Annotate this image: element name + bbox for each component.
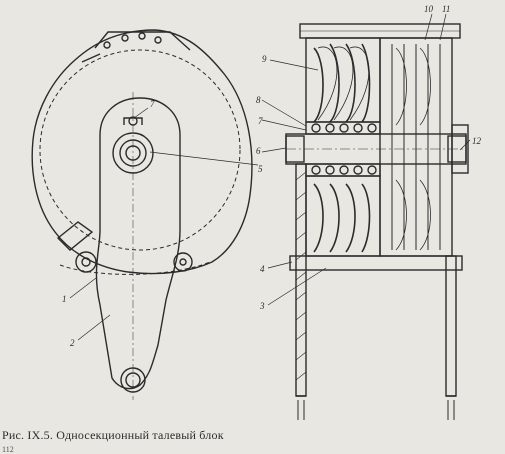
callout-labels: 7 5 6 7 8 9 10 11 12 4 3 1 2 [62,4,482,348]
callout-12: 12 [472,136,482,146]
callout-11: 11 [442,4,450,14]
right-strap [445,255,457,397]
hanger-link [95,97,181,390]
leader-lines [69,13,471,341]
bolt [103,41,111,49]
callout-6: 6 [256,146,261,156]
callout-7-left: 7 [150,99,155,109]
callout-9: 9 [262,54,267,64]
right-pin [173,252,193,272]
callout-10: 10 [424,4,434,14]
callout-8: 8 [256,95,261,105]
bolt [138,32,146,40]
side-view [31,29,253,400]
sheave-outline [39,49,241,251]
bolt [154,36,162,44]
callout-2: 2 [70,338,75,348]
callout-5: 5 [258,164,263,174]
left-pin [75,251,97,273]
section-view [285,23,469,420]
travelling-block-drawing: 7 5 6 7 8 9 10 11 12 4 3 1 2 [31,4,482,420]
figure-caption: Рис. IX.5. Односекционный талевый блок [2,428,224,442]
callout-7-right: 7 [258,116,263,126]
bolt [121,34,129,42]
crossbar [289,255,463,271]
page-number: 112 [2,445,14,454]
latch [56,221,94,251]
top-bracket [94,31,191,51]
callout-3: 3 [259,301,265,311]
housing-outline [31,29,253,275]
callout-4: 4 [260,264,265,274]
hub-cap [451,124,469,174]
callout-1: 1 [62,294,67,304]
